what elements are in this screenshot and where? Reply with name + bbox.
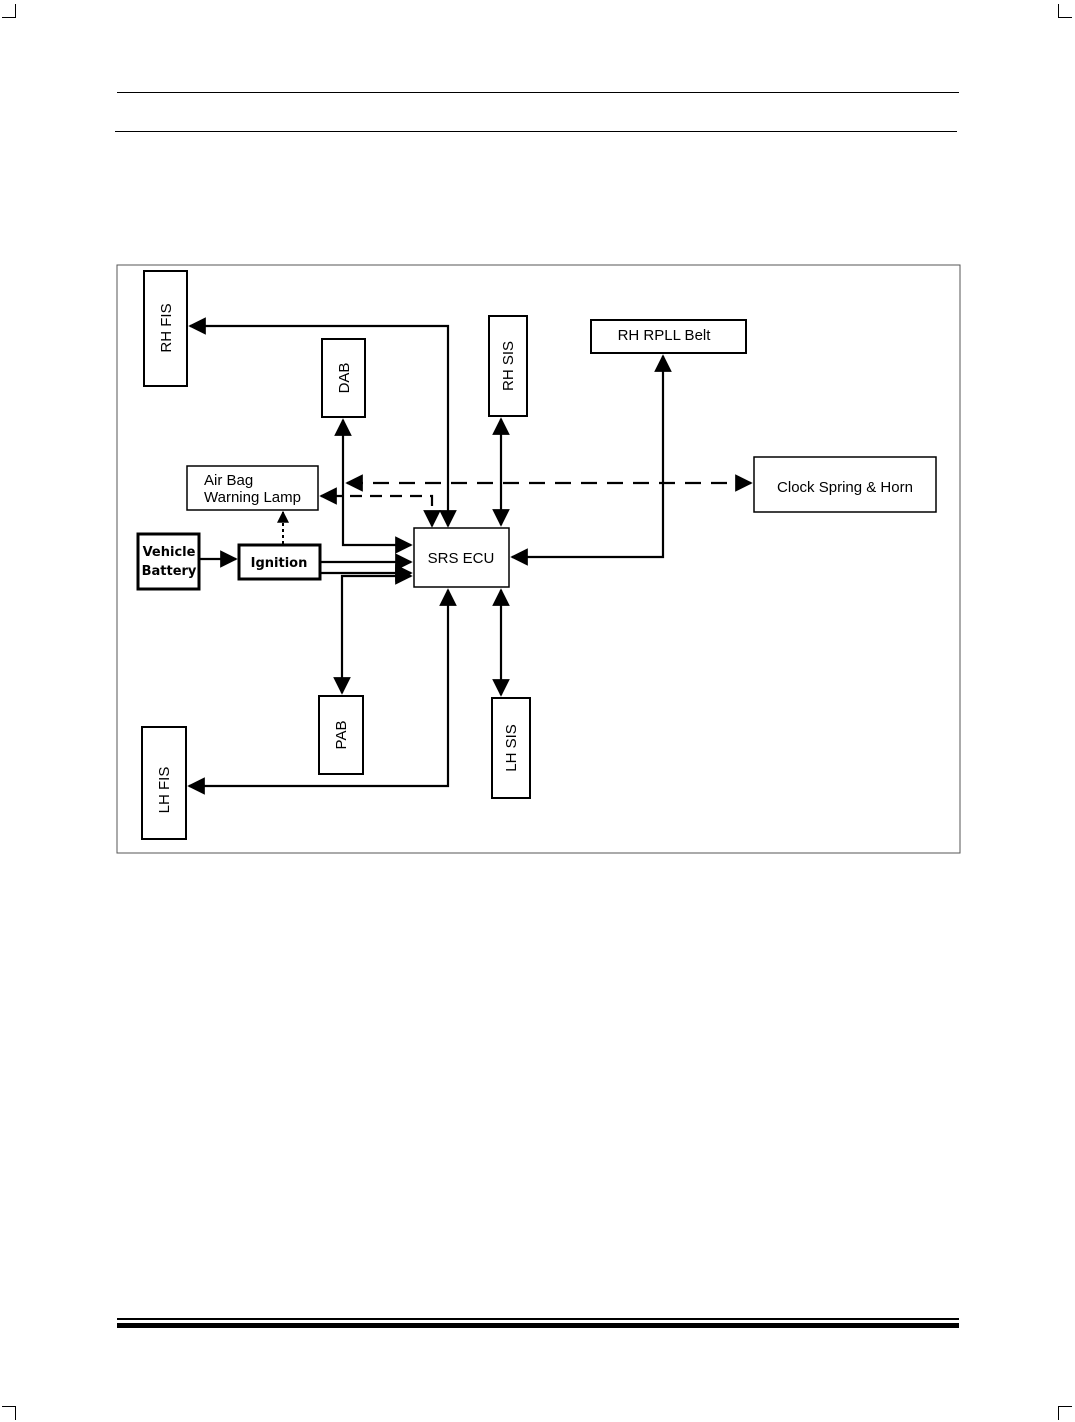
air-bag-lamp-label-line1: Air Bag: [204, 472, 253, 489]
lh-fis-label: LH FIS: [156, 767, 173, 814]
pab-label: PAB: [333, 721, 350, 750]
vehicle-battery-box: Vehicle Battery: [136, 532, 201, 591]
connector-dashed-ecu-lamp: [319, 487, 441, 528]
vehicle-battery-label-line1: Vehicle: [143, 545, 196, 560]
rh-rpll-belt-label: RH RPLL Belt: [618, 327, 712, 344]
srs-ecu-label: SRS ECU: [428, 550, 495, 567]
rh-rpll-belt-box: RH RPLL Belt: [590, 319, 747, 354]
ignition-label: Ignition: [251, 556, 308, 571]
diagram-frame: [116, 264, 961, 854]
air-bag-lamp-label-line2: Warning Lamp: [204, 489, 301, 506]
header-rule-top: [117, 92, 959, 93]
footer-rule-thin: [117, 1318, 959, 1320]
header-rule-bottom: [115, 131, 957, 132]
crop-mark-bottom-left: [2, 1406, 16, 1420]
vehicle-battery-label-line2: Battery: [142, 564, 197, 579]
crop-mark-top-left: [2, 4, 16, 18]
srs-ecu-box: SRS ECU: [413, 527, 510, 588]
ignition-box: Ignition: [237, 543, 322, 581]
connector-pab-ecu: [333, 567, 413, 695]
lh-sis-label: LH SIS: [503, 724, 520, 772]
clock-spring-horn-label: Clock Spring & Horn: [777, 479, 913, 496]
dab-label: DAB: [336, 363, 353, 394]
crop-mark-bottom-right: [1058, 1406, 1072, 1420]
connector-ecu-rh-fis: [188, 317, 457, 528]
air-bag-warning-lamp-box: Air Bag Warning Lamp: [186, 465, 319, 511]
footer-rule-thick: [117, 1323, 959, 1328]
crop-mark-top-right: [1058, 4, 1072, 18]
rh-fis-label: RH FIS: [158, 303, 175, 352]
connector-dab-ecu: [334, 418, 413, 554]
lh-fis-box: LH FIS: [141, 726, 187, 840]
pab-box: PAB: [318, 695, 364, 775]
connector-ecu-rh-rpll-belt: [510, 354, 672, 566]
rh-sis-label: RH SIS: [500, 341, 517, 391]
dab-box: DAB: [321, 338, 366, 418]
lh-sis-box: LH SIS: [491, 697, 531, 799]
rh-sis-box: RH SIS: [488, 315, 528, 417]
connector-ecu-lh-fis: [187, 588, 457, 795]
rh-fis-box: RH FIS: [143, 270, 188, 387]
clock-spring-horn-box: Clock Spring & Horn: [753, 456, 937, 513]
